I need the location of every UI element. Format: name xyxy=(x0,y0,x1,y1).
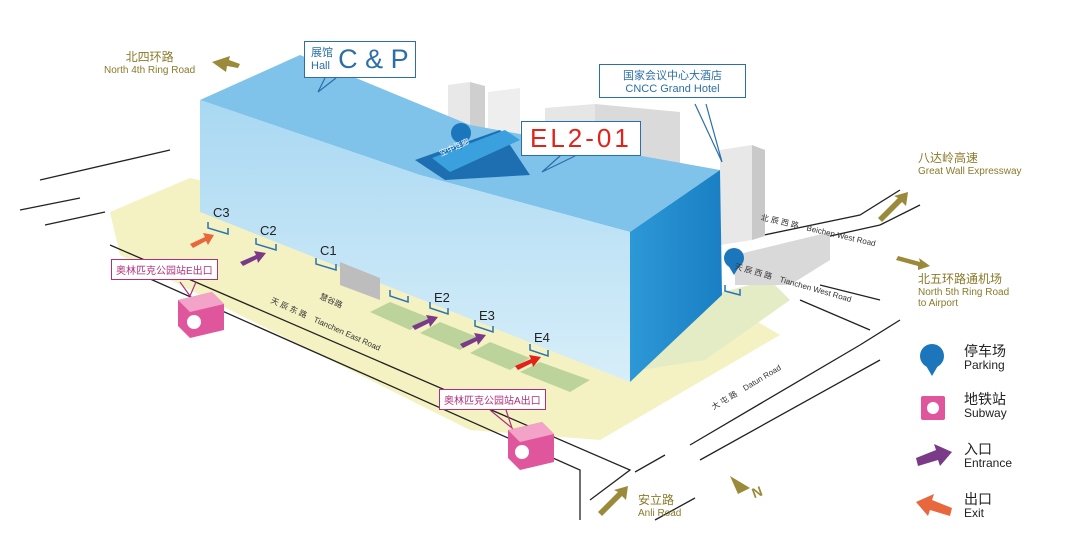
plaza-squares xyxy=(370,302,590,392)
hall-front xyxy=(200,100,630,382)
booth-callout: EL2-01 xyxy=(521,121,641,156)
exit-arrow-c3 xyxy=(190,233,214,248)
gate-c1: C1 xyxy=(320,243,337,258)
north-indicator xyxy=(730,476,750,494)
gate-e4: E4 xyxy=(534,330,550,345)
road-north5-en: North 5th Ring Road xyxy=(918,286,1010,298)
road-north5-cn: 北五环路通机场 xyxy=(918,272,1003,286)
subway-pointers xyxy=(179,281,514,430)
road-anli-cn: 安立路 xyxy=(638,493,675,507)
entrance-arrow-e2 xyxy=(412,315,438,330)
road-north4-cn: 北四环路 xyxy=(125,50,174,64)
subway-boxes xyxy=(178,292,554,470)
legend-entrance-en: Entrance xyxy=(964,456,1013,471)
booth-pointer xyxy=(541,155,576,173)
road-north4: 北四环路 North 4th Ring Road xyxy=(104,50,196,76)
booth-number: EL2-01 xyxy=(530,123,632,153)
hall-callout: 展馆 Hall C & P xyxy=(304,41,416,78)
legend-subway-en: Subway xyxy=(964,406,1007,421)
legend-entrance: 入口 Entrance xyxy=(960,441,1013,471)
loading-dock xyxy=(340,262,380,300)
hotel-callout: 国家会议中心大酒店 CNCC Grand Hotel xyxy=(599,64,746,98)
road-greatwall-en: Great Wall Expressway xyxy=(918,165,1022,177)
legend-entrance-cn: 入口 xyxy=(964,441,992,457)
legend-parking-en: Parking xyxy=(964,358,1005,373)
walkway-strip xyxy=(432,130,520,172)
legend-icons xyxy=(916,344,952,516)
direction-arrows xyxy=(212,56,930,516)
gate-c3: C3 xyxy=(213,205,230,220)
callout-pointers xyxy=(317,77,723,163)
gate-c2: C2 xyxy=(260,223,277,238)
gate-doors xyxy=(207,222,741,358)
hotel-en: CNCC Grand Hotel xyxy=(625,83,720,95)
legend-subway-cn: 地铁站 xyxy=(964,391,1006,407)
legend-exit-cn: 出口 xyxy=(964,491,992,507)
ground-plaza-east xyxy=(640,280,790,370)
hall-cn: 展馆 xyxy=(311,46,333,59)
road-anli: 安立路 Anli Road xyxy=(638,493,682,519)
legend-exit-en: Exit xyxy=(964,506,985,521)
subway-exit-a: 奥林匹克公园站A出口 xyxy=(439,389,546,410)
hall-name: C & P xyxy=(338,44,409,74)
road-greatwall: 八达岭高速 Great Wall Expressway xyxy=(918,151,1022,177)
road-anli-en: Anli Road xyxy=(638,507,682,519)
entrance-arrow-c2 xyxy=(240,251,266,266)
legend-parking-cn: 停车场 xyxy=(964,343,1006,359)
gate-e2: E2 xyxy=(434,290,450,305)
hall-en: Hall xyxy=(311,59,330,72)
road-north5: 北五环路通机场 North 5th Ring Road to Airport xyxy=(918,272,1010,310)
subway-exit-e: 奥林匹克公园站E出口 xyxy=(111,259,218,280)
road-north5-en2: to Airport xyxy=(918,298,959,310)
parking-icons xyxy=(451,123,744,275)
legend-exit: 出口 Exit xyxy=(960,491,992,521)
map-arrows xyxy=(190,233,541,370)
hall-side xyxy=(630,170,722,382)
road-north4-en: North 4th Ring Road xyxy=(104,64,196,76)
hotel-cn: 国家会议中心大酒店 xyxy=(623,70,722,82)
legend-parking: 停车场 Parking xyxy=(960,343,1006,373)
legend-subway: 地铁站 Subway xyxy=(960,391,1007,421)
gate-e3: E3 xyxy=(479,308,495,323)
road-greatwall-cn: 八达岭高速 xyxy=(918,151,979,165)
entrance-arrow-e4 xyxy=(515,355,541,370)
entrance-arrow-e3 xyxy=(460,333,486,348)
